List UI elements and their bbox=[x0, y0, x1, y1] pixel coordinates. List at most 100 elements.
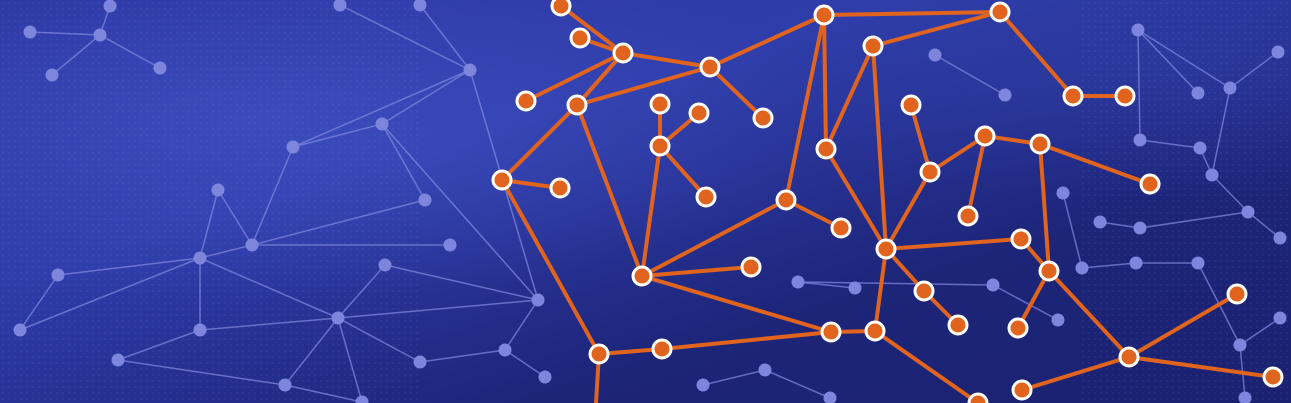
highlight-node bbox=[1139, 173, 1161, 195]
faint-node bbox=[1133, 221, 1147, 235]
faint-node bbox=[413, 355, 427, 369]
faint-node bbox=[1271, 45, 1285, 59]
faint-edge bbox=[1062, 192, 1083, 269]
faint-edge bbox=[1247, 211, 1281, 239]
faint-node bbox=[443, 238, 457, 252]
highlight-edge bbox=[575, 51, 625, 107]
highlight-edge bbox=[784, 13, 826, 202]
highlight-edge bbox=[871, 44, 888, 251]
highlight-edge bbox=[824, 44, 875, 151]
faint-node bbox=[848, 281, 862, 295]
highlight-node bbox=[588, 343, 610, 365]
faint-node bbox=[1191, 256, 1205, 270]
faint-node bbox=[758, 363, 772, 377]
faint-edge bbox=[99, 34, 161, 69]
highlight-node bbox=[740, 256, 762, 278]
highlight-node bbox=[649, 93, 671, 115]
highlight-edge bbox=[884, 237, 1023, 251]
highlight-network-nodes bbox=[491, 0, 1284, 403]
faint-edge bbox=[992, 284, 1059, 321]
faint-node bbox=[193, 251, 207, 265]
highlight-edge bbox=[1038, 142, 1051, 273]
highlight-edge bbox=[928, 134, 987, 174]
highlight-node bbox=[1262, 366, 1284, 388]
highlight-node bbox=[967, 392, 989, 403]
faint-node bbox=[696, 378, 710, 392]
faint-node bbox=[1238, 391, 1252, 403]
faint-node bbox=[1233, 338, 1247, 352]
faint-node bbox=[418, 193, 432, 207]
faint-edge bbox=[57, 257, 201, 276]
highlight-node bbox=[1226, 283, 1248, 305]
highlight-node bbox=[1007, 317, 1029, 339]
faint-edge bbox=[51, 34, 101, 76]
faint-edge bbox=[251, 146, 294, 246]
faint-node bbox=[286, 140, 300, 154]
faint-node bbox=[103, 0, 117, 13]
highlight-edge bbox=[873, 329, 980, 403]
faint-edge bbox=[934, 54, 1006, 96]
highlight-node bbox=[1062, 85, 1084, 107]
faint-node bbox=[498, 343, 512, 357]
faint-edge bbox=[1081, 262, 1137, 269]
faint-edge bbox=[504, 349, 546, 378]
highlight-edge bbox=[621, 51, 712, 69]
faint-node bbox=[531, 293, 545, 307]
highlight-node bbox=[1118, 346, 1140, 368]
highlight-edge bbox=[597, 347, 664, 356]
faint-node bbox=[378, 258, 392, 272]
highlight-edge bbox=[1127, 292, 1239, 359]
highlight-node bbox=[1010, 228, 1032, 250]
highlight-node bbox=[919, 161, 941, 183]
highlight-edge bbox=[1047, 269, 1131, 359]
faint-node bbox=[333, 0, 347, 12]
faint-edge bbox=[19, 257, 201, 331]
highlight-node bbox=[989, 1, 1011, 23]
highlight-edge bbox=[1038, 142, 1152, 186]
faint-edge bbox=[1211, 174, 1249, 213]
highlight-node bbox=[900, 94, 922, 116]
highlight-node bbox=[820, 321, 842, 343]
faint-edge bbox=[764, 369, 831, 399]
faint-node bbox=[193, 323, 207, 337]
dot-texture-left bbox=[0, 0, 420, 403]
highlight-node bbox=[491, 169, 513, 191]
faint-edge bbox=[337, 264, 386, 319]
faint-node bbox=[93, 28, 107, 42]
faint-edge bbox=[199, 317, 339, 331]
highlight-node bbox=[569, 27, 591, 49]
highlight-node bbox=[862, 35, 884, 57]
faint-edge bbox=[797, 281, 994, 286]
faint-node bbox=[13, 323, 27, 337]
faint-node bbox=[1093, 215, 1107, 229]
highlight-edge bbox=[559, 4, 625, 55]
faint-edge bbox=[1137, 29, 1199, 94]
highlight-edge bbox=[708, 65, 765, 120]
faint-network-nodes bbox=[13, 0, 1287, 403]
highlight-edge bbox=[658, 144, 708, 199]
faint-edge bbox=[1099, 221, 1141, 229]
faint-node bbox=[1129, 256, 1143, 270]
highlight-edge bbox=[640, 265, 753, 278]
faint-edge bbox=[419, 349, 506, 363]
faint-edge bbox=[702, 369, 766, 386]
highlight-node bbox=[830, 217, 852, 239]
faint-edge bbox=[337, 317, 363, 403]
faint-edge bbox=[284, 384, 363, 403]
highlight-node bbox=[549, 177, 571, 199]
highlight-node bbox=[947, 314, 969, 336]
faint-edge bbox=[337, 299, 539, 319]
faint-edge bbox=[292, 69, 471, 148]
faint-edge bbox=[117, 359, 286, 386]
highlight-edge bbox=[884, 170, 932, 251]
faint-node bbox=[1193, 141, 1207, 155]
faint-node bbox=[211, 183, 225, 197]
highlight-node bbox=[957, 205, 979, 227]
highlight-node bbox=[775, 189, 797, 211]
highlight-edge bbox=[909, 103, 932, 174]
faint-node bbox=[111, 353, 125, 367]
highlight-edge bbox=[500, 103, 579, 182]
highlight-network-edges bbox=[500, 4, 1275, 403]
